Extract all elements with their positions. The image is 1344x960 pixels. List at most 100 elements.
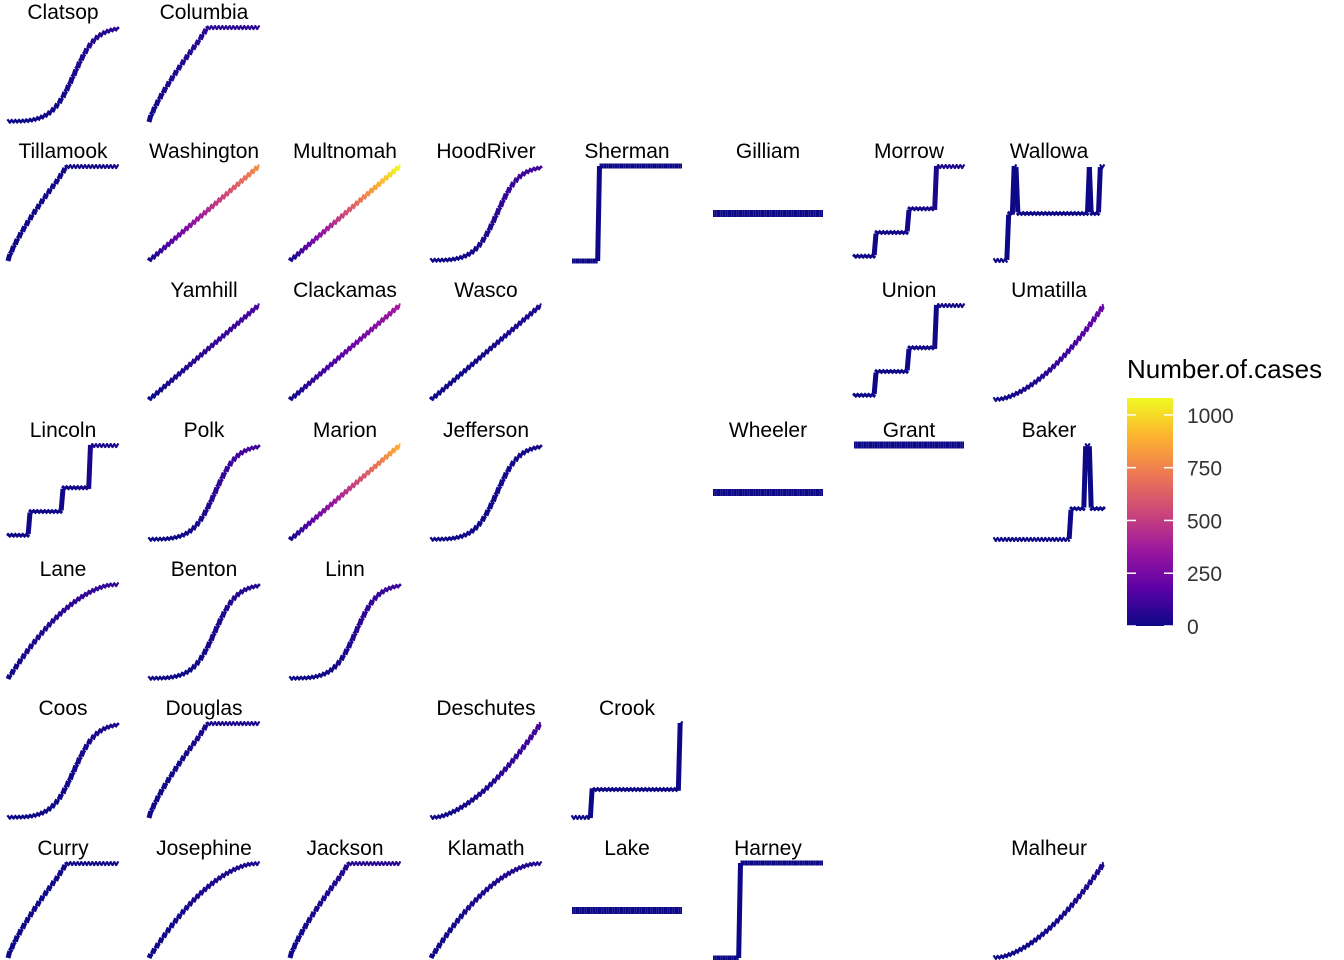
series-segment	[294, 391, 299, 398]
series-segment	[1065, 906, 1072, 913]
series-segment	[302, 523, 309, 530]
series-segment	[1042, 536, 1047, 543]
series-segment	[1012, 163, 1018, 170]
series-segment	[479, 236, 487, 244]
series-segment	[70, 73, 76, 80]
series-segment	[313, 514, 320, 521]
series-segment	[107, 860, 112, 867]
series-segment	[164, 382, 169, 388]
series-segment	[190, 526, 194, 533]
series-segment	[472, 245, 480, 252]
series-segment	[1090, 874, 1098, 881]
series-segment	[212, 486, 220, 495]
series-segment	[64, 780, 71, 788]
series-segment	[357, 197, 364, 204]
series-segment	[241, 24, 246, 31]
series-segment	[1076, 335, 1083, 342]
series-segment	[11, 814, 17, 820]
series-segment	[486, 227, 492, 234]
series-segment	[193, 356, 198, 363]
series-segment	[335, 495, 342, 502]
series-segment	[489, 499, 495, 505]
series-segment	[204, 885, 209, 891]
series-segment	[1056, 536, 1062, 543]
series-segment	[349, 344, 354, 350]
series-segment	[15, 932, 21, 939]
series-segment	[93, 36, 97, 42]
series-segment	[149, 536, 155, 542]
series-segment	[93, 732, 97, 738]
series-segment	[317, 510, 324, 517]
series-segment	[58, 488, 66, 511]
series-segment	[197, 515, 205, 523]
series-segment	[187, 48, 194, 56]
series-segment	[224, 720, 230, 727]
series-segment	[212, 200, 220, 207]
series-segment	[472, 358, 480, 365]
series-segment	[361, 472, 368, 479]
series-segment	[74, 860, 79, 867]
series-segment	[378, 318, 383, 325]
series-segment	[493, 491, 499, 498]
series-segment	[90, 733, 97, 741]
series-segment	[65, 164, 71, 170]
series-segment	[345, 487, 350, 493]
series-segment	[231, 594, 238, 602]
series-segment	[211, 630, 217, 637]
series-segment	[212, 341, 216, 347]
series-segment	[244, 720, 250, 727]
series-segment	[1035, 934, 1043, 941]
series-segment	[951, 163, 957, 170]
series-segment	[505, 186, 513, 194]
series-segment	[371, 186, 376, 192]
series-segment	[16, 231, 24, 239]
series-segment	[581, 814, 587, 821]
series-segment	[349, 205, 354, 211]
series-segment	[201, 209, 209, 216]
series-segment	[393, 306, 398, 312]
series-segment	[579, 814, 585, 821]
series-segment	[219, 615, 224, 621]
series-segment	[1003, 536, 1009, 543]
legend-title: Number.of.cases	[1127, 354, 1322, 384]
series-segment	[294, 531, 299, 538]
series-segment	[331, 360, 335, 366]
facet-title: Clatsop	[27, 1, 98, 24]
series-segment	[160, 246, 165, 252]
series-segment	[531, 861, 538, 867]
series-segment	[291, 533, 298, 540]
series-segment	[219, 720, 224, 727]
series-segment	[148, 807, 155, 813]
series-segment	[327, 503, 332, 509]
series-segment	[439, 386, 447, 393]
series-segment	[1005, 536, 1010, 543]
series-segment	[940, 302, 946, 309]
series-segment	[375, 320, 383, 327]
series-segment	[320, 230, 324, 236]
legend-tick-label: 0	[1187, 616, 1199, 639]
series-segment	[153, 795, 161, 803]
series-segment	[331, 663, 339, 670]
series-segment	[56, 176, 61, 182]
series-segment	[349, 484, 354, 490]
series-segment	[472, 247, 476, 254]
series-segment	[356, 337, 361, 344]
series-segment	[457, 372, 462, 379]
series-segment	[334, 356, 339, 363]
series-segment	[105, 860, 111, 867]
series-segment	[102, 163, 107, 170]
series-segment	[208, 633, 216, 642]
series-segment	[335, 355, 342, 362]
series-segment	[306, 241, 313, 248]
series-segment	[428, 395, 435, 402]
series-segment	[297, 932, 303, 939]
facet-wasco: Wasco	[428, 279, 542, 402]
series-segment	[60, 95, 64, 101]
series-segment	[242, 174, 249, 181]
series-segment	[201, 888, 205, 894]
series-segment	[82, 47, 90, 55]
series-segment	[255, 720, 261, 727]
series-segment	[1081, 446, 1089, 508]
series-segment	[83, 163, 89, 170]
